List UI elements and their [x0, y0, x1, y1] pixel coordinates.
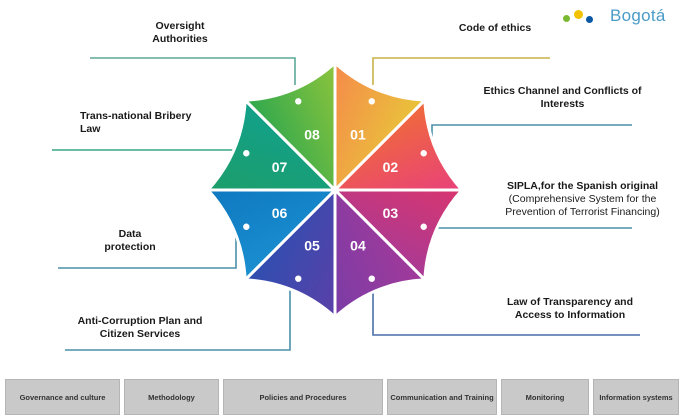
logo-text: Bogotá [610, 6, 666, 25]
segment-05 [241, 186, 337, 321]
segment-dot-icon [420, 150, 427, 157]
label-sipla-title: SIPLA,for the Spanish original [506, 180, 659, 192]
category-monitoring: Monitoring [501, 379, 589, 415]
connector-code-ethics [372, 57, 550, 85]
connector-transparency [372, 290, 640, 336]
connector-anticorruption [65, 290, 291, 351]
category-methodology: Methodology [124, 379, 219, 415]
logo-dot-icon [586, 16, 593, 23]
segment-dot-icon [243, 223, 250, 230]
segment-number: 07 [272, 159, 288, 175]
label-anti-corruption: Anti-Corruption Plan and Citizen Service… [77, 315, 203, 340]
label-law-transparency: Law of Transparency and Access to Inform… [506, 296, 634, 321]
segment-dot-icon [420, 223, 427, 230]
label-ethics-channel: Ethics Channel and Conflicts of Interest… [483, 85, 642, 110]
segment-08 [241, 59, 337, 194]
segment-dot-icon [295, 98, 302, 105]
segment-number: 01 [350, 127, 366, 143]
category-governance: Governance and culture [5, 379, 120, 415]
segment-number: 03 [383, 205, 399, 221]
label-transnational-bribery: Trans-national Bribery Law [80, 110, 192, 135]
segment-dot-icon [368, 98, 375, 105]
segment-number: 06 [272, 205, 288, 221]
compliance-octagon-diagram: 01 02 03 04 05 06 07 08 [52, 57, 640, 351]
category-policies: Policies and Procedures [223, 379, 383, 415]
logo-dot-icon [574, 10, 583, 19]
segment-02 [331, 96, 466, 192]
label-data-protection: Data protection [104, 228, 156, 253]
segment-dot-icon [295, 275, 302, 282]
segment-number: 04 [350, 237, 366, 253]
connector-oversight [90, 57, 296, 85]
connector-data-protection [58, 228, 237, 269]
segment-dot-icon [243, 150, 250, 157]
category-bar: Governance and culture Methodology Polic… [0, 376, 683, 417]
logo-dot-icon [563, 15, 570, 22]
segment-number: 08 [304, 127, 320, 143]
segment-number: 02 [383, 159, 399, 175]
segment-06 [204, 188, 339, 284]
segment-07 [204, 96, 339, 192]
connector-ethics-channel [431, 124, 632, 152]
category-communication: Communication and Training [387, 379, 497, 415]
bogota-logo: Bogotá [560, 6, 680, 28]
label-oversight-authorities: Oversight Authorities [152, 20, 208, 45]
segment-number: 05 [304, 237, 320, 253]
segment-04 [333, 186, 429, 321]
label-code-of-ethics: Code of ethics [458, 22, 532, 34]
label-sipla-subtitle: (Comprehensive System for the Prevention… [505, 193, 660, 218]
segment-dot-icon [368, 275, 375, 282]
segment-03 [331, 188, 466, 284]
category-information-systems: Information systems [593, 379, 679, 415]
segment-01 [333, 59, 429, 194]
label-sipla: SIPLA,for the Spanish original (Comprehe… [495, 180, 670, 219]
connector-lines [52, 57, 640, 351]
